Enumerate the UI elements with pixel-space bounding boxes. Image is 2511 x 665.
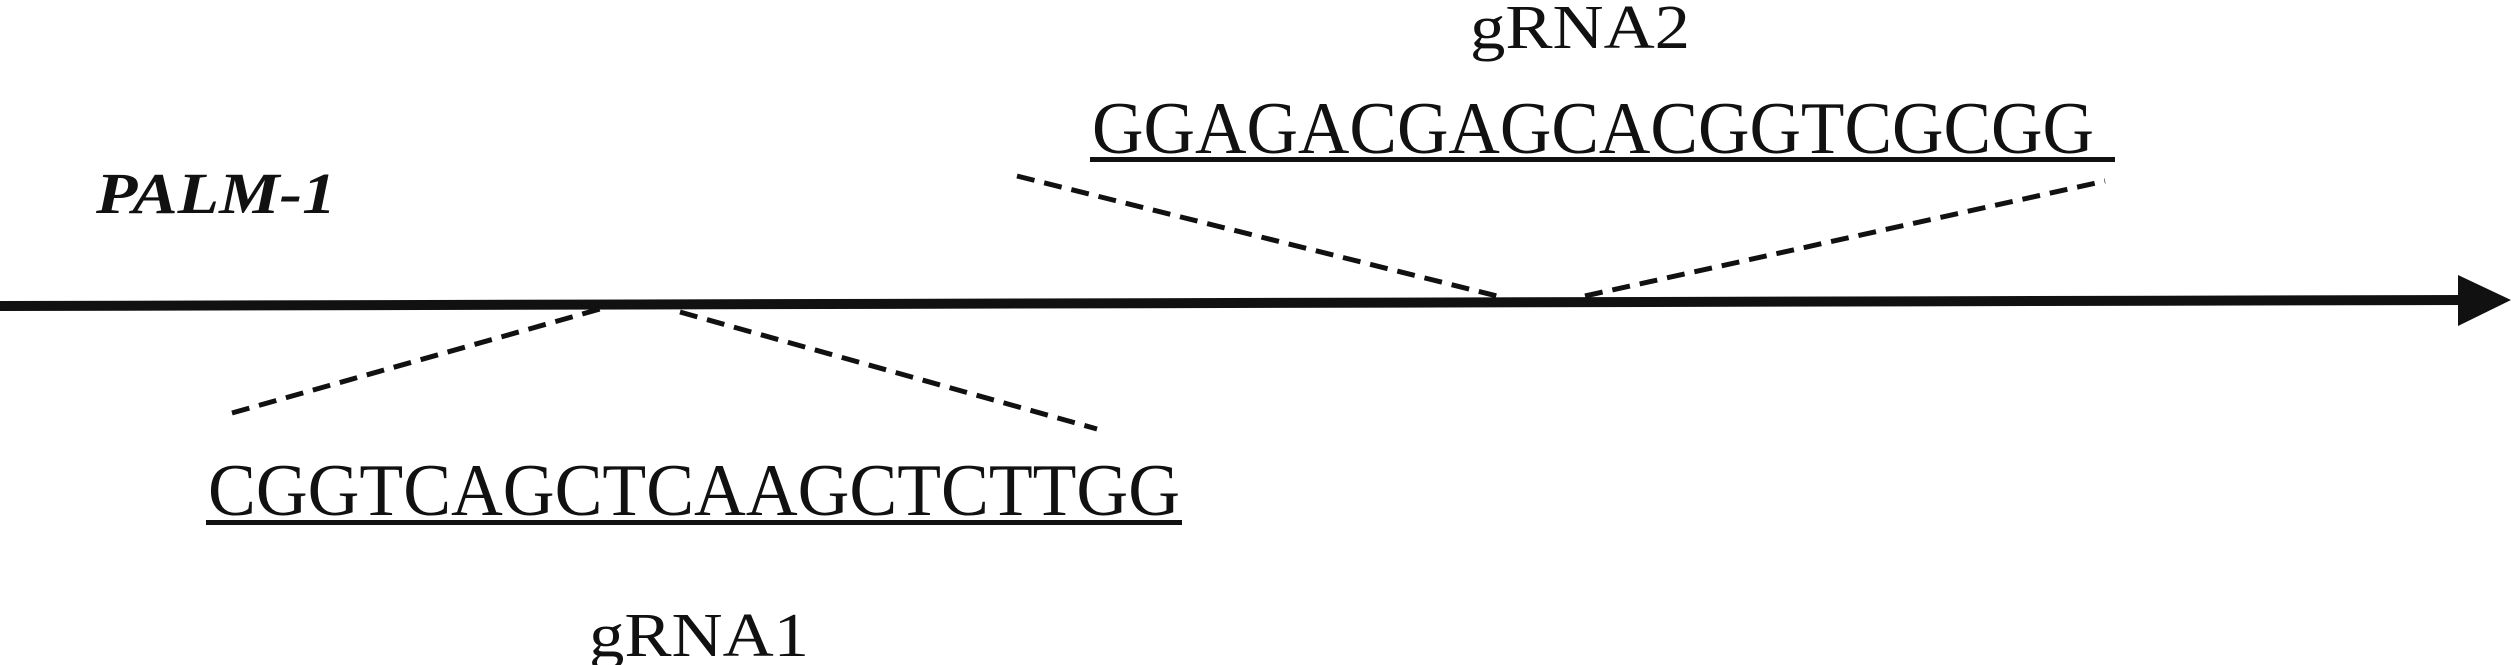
grna2-dashed-right — [1584, 178, 2106, 299]
gene-arrowhead — [2458, 275, 2511, 326]
grna1-dashed-right — [679, 309, 1098, 432]
gene-line — [0, 295, 2466, 311]
grna1-sequence: CGGTCAGCTCAAGCTCTTGG — [208, 450, 1180, 532]
grna2-dashed-left — [1016, 173, 1498, 299]
gene-name: PALM-1 — [95, 161, 336, 226]
grna2-underline — [1090, 157, 2115, 162]
grna1-label: gRNA1 — [589, 602, 809, 665]
grna2-label: gRNA2 — [1470, 0, 1690, 62]
grna2-sequence: GGAGACGAGCACGGTCGCGG — [1092, 88, 2094, 170]
grna1-dashed-left — [231, 306, 601, 416]
grna1-underline — [206, 520, 1182, 525]
